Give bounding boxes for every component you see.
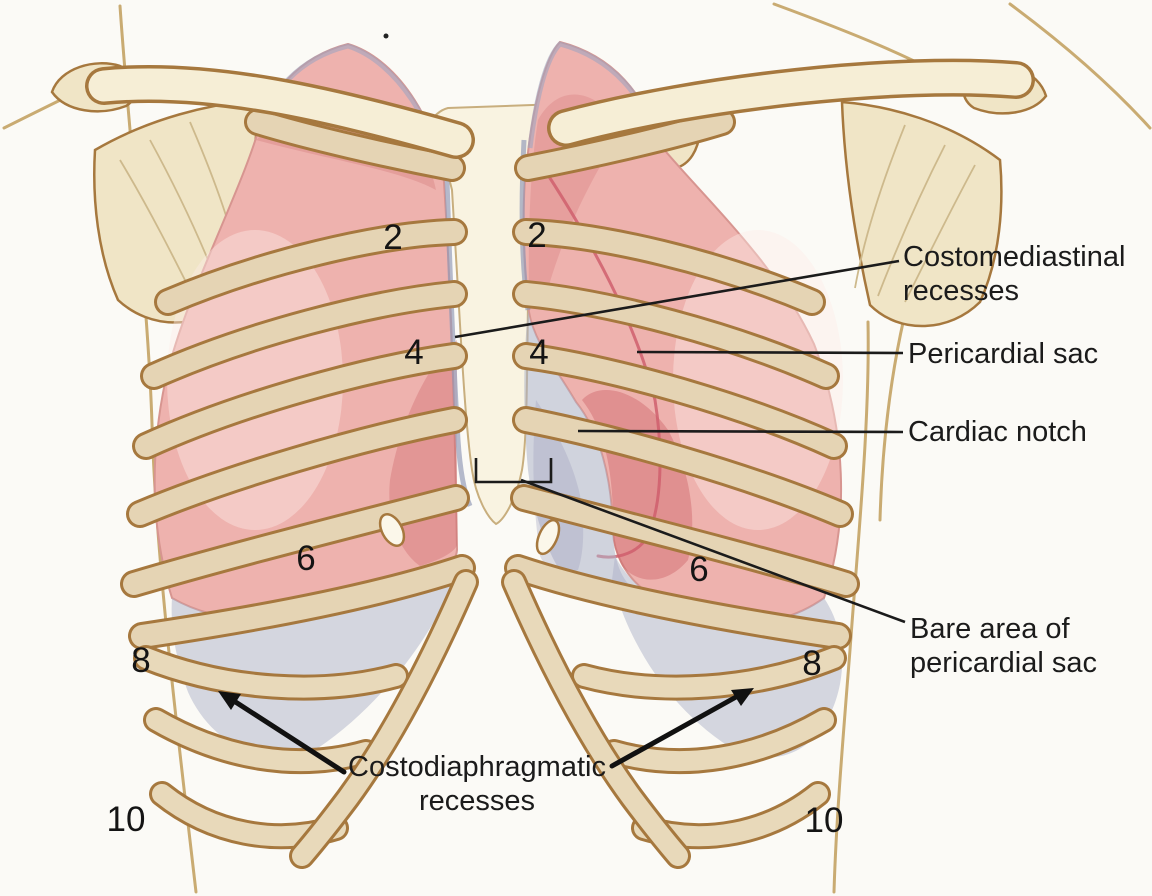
rib-number-left-10: 10 <box>106 800 146 839</box>
label-line: Costodiaphragmatic <box>348 751 606 783</box>
rib-band <box>512 280 840 390</box>
rib-band <box>133 645 409 701</box>
leader-pericardial-sac <box>636 350 904 355</box>
costomediastinal-line-left <box>443 149 473 507</box>
right-scapula-blade <box>840 100 1003 328</box>
rib-band <box>244 108 466 182</box>
ink-speck <box>383 33 389 39</box>
rib-band <box>514 108 736 182</box>
arrow-left-head <box>218 691 241 710</box>
label-line: recesses <box>418 785 536 817</box>
clavicles <box>85 58 1035 159</box>
rib-band <box>120 484 470 598</box>
label-bare-area-of-pericardial-sac: Bare area of pericardial sac <box>910 612 1097 680</box>
rib-number-right-4: 4 <box>529 333 549 372</box>
rib-number-right-6: 6 <box>689 550 709 589</box>
label-line: Costomediastinal <box>903 241 1126 273</box>
rib-number-left-2: 2 <box>383 218 403 257</box>
label-line: Bare area of <box>910 613 1070 645</box>
rib-number-left-8: 8 <box>131 641 151 680</box>
rib-number-right-2: 2 <box>527 216 547 255</box>
costal-margin-right <box>501 569 691 869</box>
bare-area-bracket <box>474 458 553 484</box>
rib-band <box>512 218 826 316</box>
recess-arrows <box>218 688 754 775</box>
arrow-right-head <box>731 688 754 706</box>
costal-margin-left <box>289 569 479 869</box>
label-costomediastinal-recesses: Costomediastinal recesses <box>903 240 1125 308</box>
right-clavicle <box>547 58 1035 147</box>
rib-band <box>140 280 468 390</box>
leader-bare-area <box>520 478 906 624</box>
right-scapula-hatching <box>854 124 976 303</box>
label-pericardial-sac: Pericardial sac <box>908 338 1099 370</box>
rib-number-right-10: 10 <box>804 801 844 840</box>
arrow-left-shaft <box>231 698 347 775</box>
label-line: recesses <box>903 275 1020 307</box>
rib-band <box>571 645 847 701</box>
rib-cage <box>120 108 860 869</box>
right-arm-corner-contour <box>1008 2 1152 130</box>
label-cardiac-notch: Cardiac notch <box>908 416 1087 448</box>
rib-band <box>128 554 476 650</box>
rib-band <box>601 707 837 775</box>
arrow-right-shaft <box>609 694 739 769</box>
rib-band <box>154 218 468 316</box>
interchondral-cartilages <box>378 513 561 556</box>
left-clavicle <box>85 64 475 159</box>
rib-band <box>126 406 468 528</box>
label-costodiaphragmatic-recesses: Costodiaphragmatic recesses <box>307 750 647 818</box>
pericardial-sac-outline <box>546 173 662 559</box>
leader-costomediastinal <box>454 259 900 339</box>
label-line: pericardial sac <box>910 647 1097 679</box>
rib-number-right-8: 8 <box>802 644 822 683</box>
rib-number-left-6: 6 <box>296 539 316 578</box>
rib-number-left-4: 4 <box>404 333 424 372</box>
annotation-lines <box>454 259 906 624</box>
rib-band <box>512 406 854 528</box>
leader-cardiac-notch <box>577 429 904 434</box>
rib-band <box>512 342 848 460</box>
right-arm-inner-contour <box>878 316 906 522</box>
rib-band <box>504 554 852 650</box>
rib-band <box>143 707 379 775</box>
rib-band <box>132 342 468 460</box>
